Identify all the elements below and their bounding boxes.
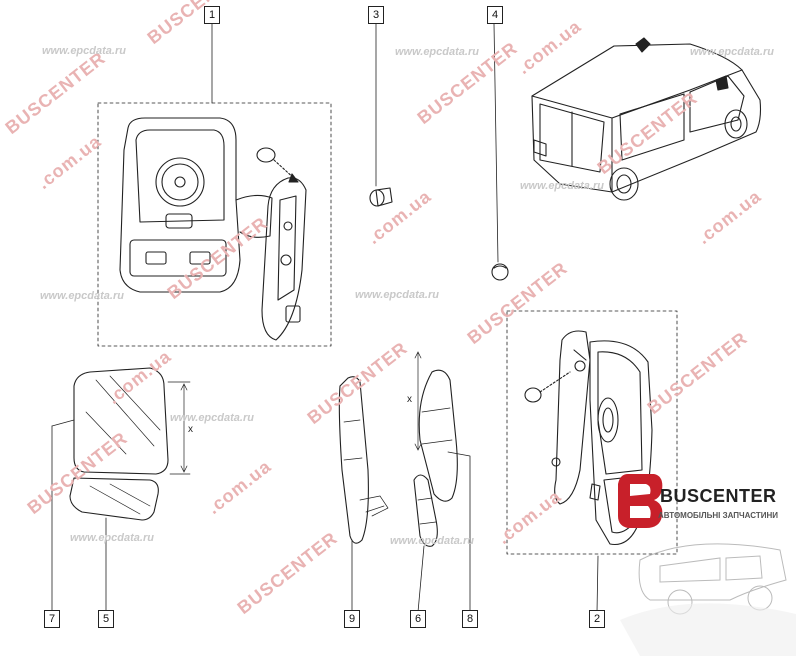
mirror-housing xyxy=(119,117,241,293)
mirror-arm xyxy=(235,194,273,238)
logo-name: BUSCENTER xyxy=(660,486,777,506)
mirror-assembly-right-group xyxy=(506,310,678,613)
part-3-grommet xyxy=(369,23,393,207)
callout-4: 4 xyxy=(487,6,503,24)
part-5-lower-glass xyxy=(69,477,159,613)
logo-subtitle: АВТОМОБІЛЬНІ ЗАПЧАСТИНИ xyxy=(658,511,778,520)
callout-3: 3 xyxy=(368,6,384,24)
logo-minibus-sketch xyxy=(638,543,787,601)
mirror-clip xyxy=(165,213,193,229)
part-9-glass-strip xyxy=(338,376,389,613)
part-4-cap xyxy=(491,23,509,281)
logo-b-mark xyxy=(618,474,663,528)
callout-8: 8 xyxy=(462,610,478,628)
part-8-upper-glass xyxy=(414,351,471,613)
mirror-motor xyxy=(155,157,205,207)
dimension-label-x-mid: x xyxy=(407,394,412,405)
mirror-glass-area xyxy=(135,129,225,223)
dashed-box-1 xyxy=(97,102,332,347)
dimension-label-x-left: x xyxy=(188,424,193,435)
callout-5: 5 xyxy=(98,610,114,628)
part-7-mirror-glass xyxy=(51,367,191,613)
mirror-plug xyxy=(256,147,276,163)
dashed-box-2 xyxy=(506,310,678,555)
callout-9: 9 xyxy=(344,610,360,628)
mirror-mount-base xyxy=(261,177,307,341)
logo-graphic xyxy=(618,474,796,656)
part-6-lower-glass xyxy=(413,474,438,613)
mirror-assembly-group xyxy=(97,102,332,347)
van-illustration xyxy=(531,37,762,201)
callout-2: 2 xyxy=(589,610,605,628)
callout-7: 7 xyxy=(44,610,60,628)
callout-1: 1 xyxy=(204,6,220,24)
buscenter-logo: BUSCENTER АВТОМОБІЛЬНІ ЗАПЧАСТИНИ xyxy=(600,470,800,656)
callout-6: 6 xyxy=(410,610,426,628)
mirror-lower-cover xyxy=(129,239,227,277)
